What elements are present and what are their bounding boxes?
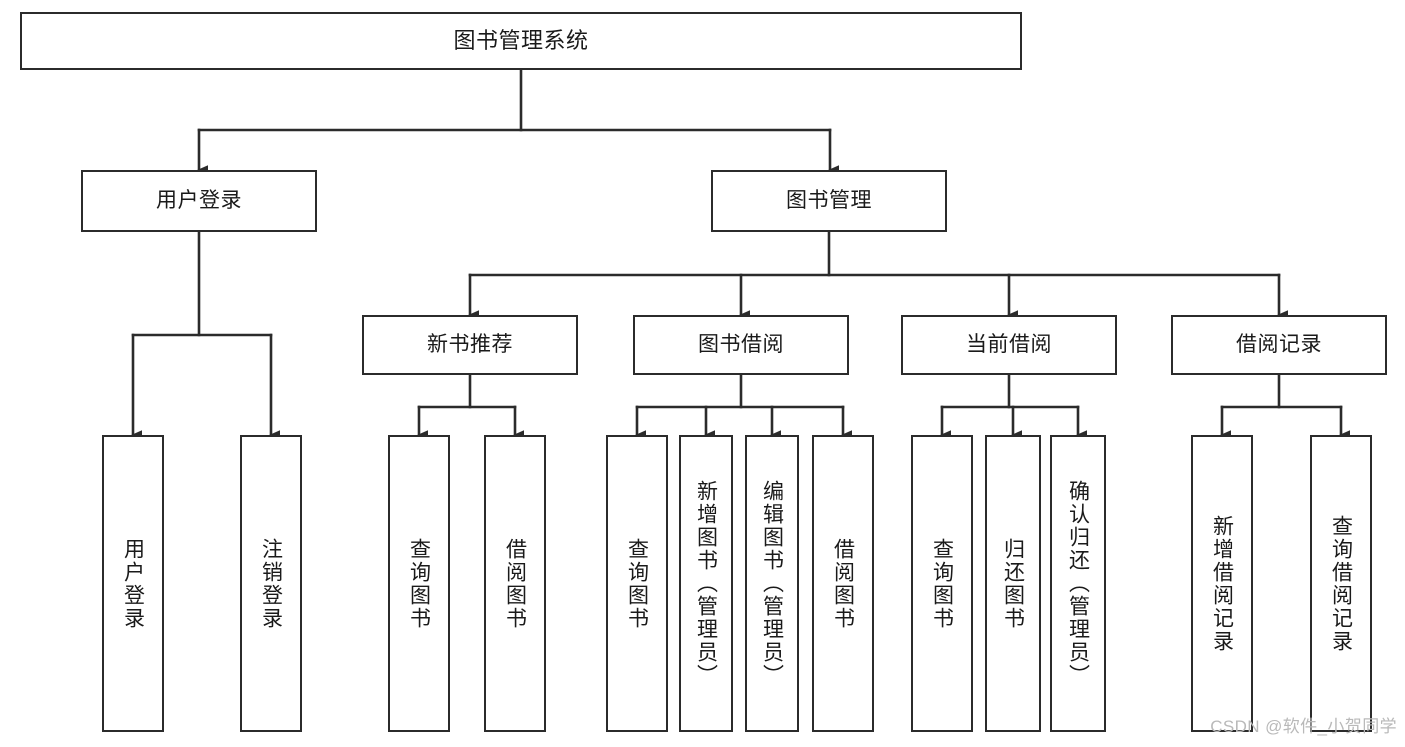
leaf-edit-book-admin[interactable]: 编辑图书（管理员） xyxy=(745,435,799,732)
node-label: 新增借阅记录 xyxy=(1210,514,1234,653)
node-label: 借阅图书 xyxy=(503,537,527,630)
node-label: 图书管理 xyxy=(786,189,872,213)
node-label: 借阅记录 xyxy=(1236,333,1322,357)
node-new-book-recommend[interactable]: 新书推荐 xyxy=(362,315,578,375)
node-label: 查询图书 xyxy=(625,537,649,630)
watermark-text: CSDN @软件_小贺同学 xyxy=(1210,717,1397,736)
leaf-add-book-admin[interactable]: 新增图书（管理员） xyxy=(679,435,733,732)
node-root-system[interactable]: 图书管理系统 xyxy=(20,12,1022,70)
node-label: 新书推荐 xyxy=(427,333,513,357)
node-user-login[interactable]: 用户登录 xyxy=(81,170,317,232)
leaf-return-books[interactable]: 归还图书 xyxy=(985,435,1041,732)
node-book-borrow[interactable]: 图书借阅 xyxy=(633,315,849,375)
leaf-query-books-recommend[interactable]: 查询图书 xyxy=(388,435,450,732)
node-label: 确认归还（管理员） xyxy=(1066,480,1090,687)
node-label: 借阅图书 xyxy=(831,537,855,630)
leaf-query-books-borrow[interactable]: 查询图书 xyxy=(606,435,668,732)
node-label: 图书借阅 xyxy=(698,333,784,357)
node-label: 查询借阅记录 xyxy=(1329,514,1353,653)
leaf-confirm-return-admin[interactable]: 确认归还（管理员） xyxy=(1050,435,1106,732)
node-label: 注销登录 xyxy=(259,537,283,630)
node-label: 用户登录 xyxy=(121,537,145,630)
node-borrow-records[interactable]: 借阅记录 xyxy=(1171,315,1387,375)
leaf-logout[interactable]: 注销登录 xyxy=(240,435,302,732)
node-root-label: 图书管理系统 xyxy=(453,27,589,53)
node-label: 当前借阅 xyxy=(966,333,1052,357)
leaf-borrow-books[interactable]: 借阅图书 xyxy=(812,435,874,732)
node-current-borrow[interactable]: 当前借阅 xyxy=(901,315,1117,375)
node-label: 查询图书 xyxy=(930,537,954,630)
node-label: 新增图书（管理员） xyxy=(694,480,718,687)
leaf-query-books-current[interactable]: 查询图书 xyxy=(911,435,973,732)
leaf-add-borrow-record[interactable]: 新增借阅记录 xyxy=(1191,435,1253,732)
node-book-management[interactable]: 图书管理 xyxy=(711,170,947,232)
node-label: 编辑图书（管理员） xyxy=(760,480,784,687)
leaf-borrow-books-recommend[interactable]: 借阅图书 xyxy=(484,435,546,732)
node-label: 用户登录 xyxy=(156,189,242,213)
leaf-user-login[interactable]: 用户登录 xyxy=(102,435,164,732)
leaf-query-borrow-record[interactable]: 查询借阅记录 xyxy=(1310,435,1372,732)
node-label: 归还图书 xyxy=(1001,537,1025,630)
node-label: 查询图书 xyxy=(407,537,431,630)
